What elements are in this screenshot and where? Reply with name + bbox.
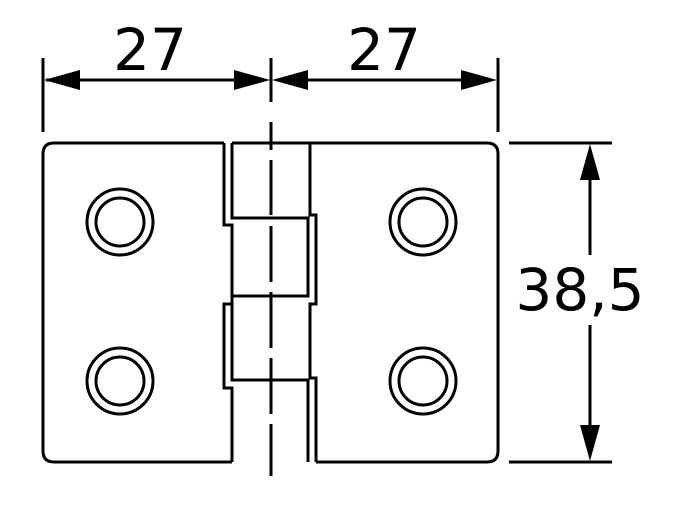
dimension-label-height: 38,5 xyxy=(515,256,644,324)
dimension-height: 38,5 xyxy=(509,141,645,464)
screw-hole-top-right xyxy=(388,187,458,257)
hinge-right-leaf xyxy=(310,141,500,464)
arrowhead-right-end xyxy=(461,70,497,90)
arrowhead-right-start xyxy=(272,70,308,90)
screw-hole-bottom-right xyxy=(388,346,458,416)
dimension-label-left: 27 xyxy=(113,16,187,84)
dimension-label-right: 27 xyxy=(347,16,421,84)
hinge-left-leaf xyxy=(41,141,232,464)
dimension-right-width: 27 xyxy=(272,16,500,132)
arrowhead-left-start xyxy=(44,70,80,90)
screw-hole-bottom-left xyxy=(85,346,155,416)
arrowhead-height-top xyxy=(580,144,600,180)
hinge-knuckle-inner xyxy=(224,141,310,462)
screw-hole-top-left xyxy=(85,187,155,257)
arrowhead-left-end xyxy=(234,70,270,90)
arrowhead-height-bottom xyxy=(580,425,600,461)
dimension-left-width: 27 xyxy=(41,16,273,132)
